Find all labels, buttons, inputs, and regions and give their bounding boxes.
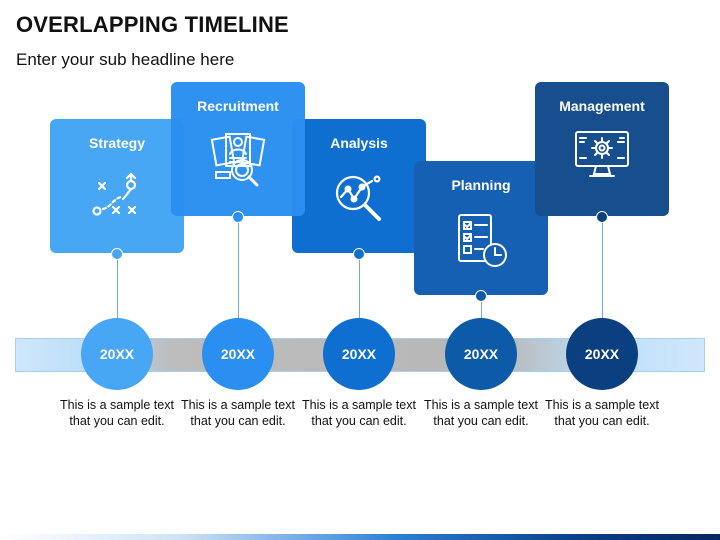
- step-description-2: This is a sample text that you can edit.: [176, 397, 300, 429]
- step-card-strategy[interactable]: Strategy: [50, 119, 184, 253]
- card-dot-2: [232, 211, 244, 223]
- card-dot-4: [475, 290, 487, 302]
- step-label: Management: [559, 98, 645, 114]
- page-subtitle: Enter your sub headline here: [16, 50, 235, 69]
- year-circle-4[interactable]: 20XX: [445, 318, 517, 390]
- connector-1: [117, 254, 118, 320]
- resume-search-icon: [210, 133, 266, 187]
- step-description-3: This is a sample text that you can edit.: [297, 397, 421, 429]
- card-dot-3: [353, 248, 365, 260]
- checklist-clock-icon: [458, 214, 507, 267]
- desc-line: This is a sample text: [424, 398, 538, 412]
- step-card-planning[interactable]: Planning: [414, 161, 548, 295]
- step-card-analysis[interactable]: Analysis: [292, 119, 426, 253]
- footer-gradient-bar: [0, 534, 720, 540]
- desc-line: This is a sample text: [181, 398, 295, 412]
- step-label: Analysis: [330, 135, 388, 151]
- desc-line: This is a sample text: [302, 398, 416, 412]
- year-circle-3[interactable]: 20XX: [323, 318, 395, 390]
- card-dot-1: [111, 248, 123, 260]
- desc-line: This is a sample text: [60, 398, 174, 412]
- step-label: Strategy: [88, 135, 146, 151]
- step-description-5: This is a sample text that you can edit.: [540, 397, 664, 429]
- step-description-4: This is a sample text that you can edit.: [419, 397, 543, 429]
- year-circle-1[interactable]: 20XX: [81, 318, 153, 390]
- year-circle-5[interactable]: 20XX: [566, 318, 638, 390]
- desc-line: that you can edit.: [433, 414, 529, 428]
- strategy-play-icon: [92, 172, 137, 216]
- year-circle-2[interactable]: 20XX: [202, 318, 274, 390]
- step-label: Planning: [451, 177, 511, 193]
- desc-line: that you can edit.: [554, 414, 650, 428]
- step-card-management[interactable]: Management: [535, 82, 669, 216]
- step-description-1: This is a sample text that you can edit.: [55, 397, 179, 429]
- desc-line: This is a sample text: [545, 398, 659, 412]
- desc-line: that you can edit.: [311, 414, 407, 428]
- desc-line: that you can edit.: [190, 414, 286, 428]
- connector-3: [359, 254, 360, 320]
- desc-line: that you can edit.: [69, 414, 165, 428]
- step-card-recruitment[interactable]: Recruitment: [171, 82, 305, 216]
- connector-2: [238, 217, 239, 320]
- magnifier-chart-icon: [335, 175, 381, 221]
- monitor-gear-icon: [575, 131, 629, 177]
- connector-4: [481, 296, 482, 320]
- connector-5: [602, 217, 603, 320]
- card-dot-5: [596, 211, 608, 223]
- page-title: OVERLAPPING TIMELINE: [16, 12, 289, 37]
- step-label: Recruitment: [197, 98, 279, 114]
